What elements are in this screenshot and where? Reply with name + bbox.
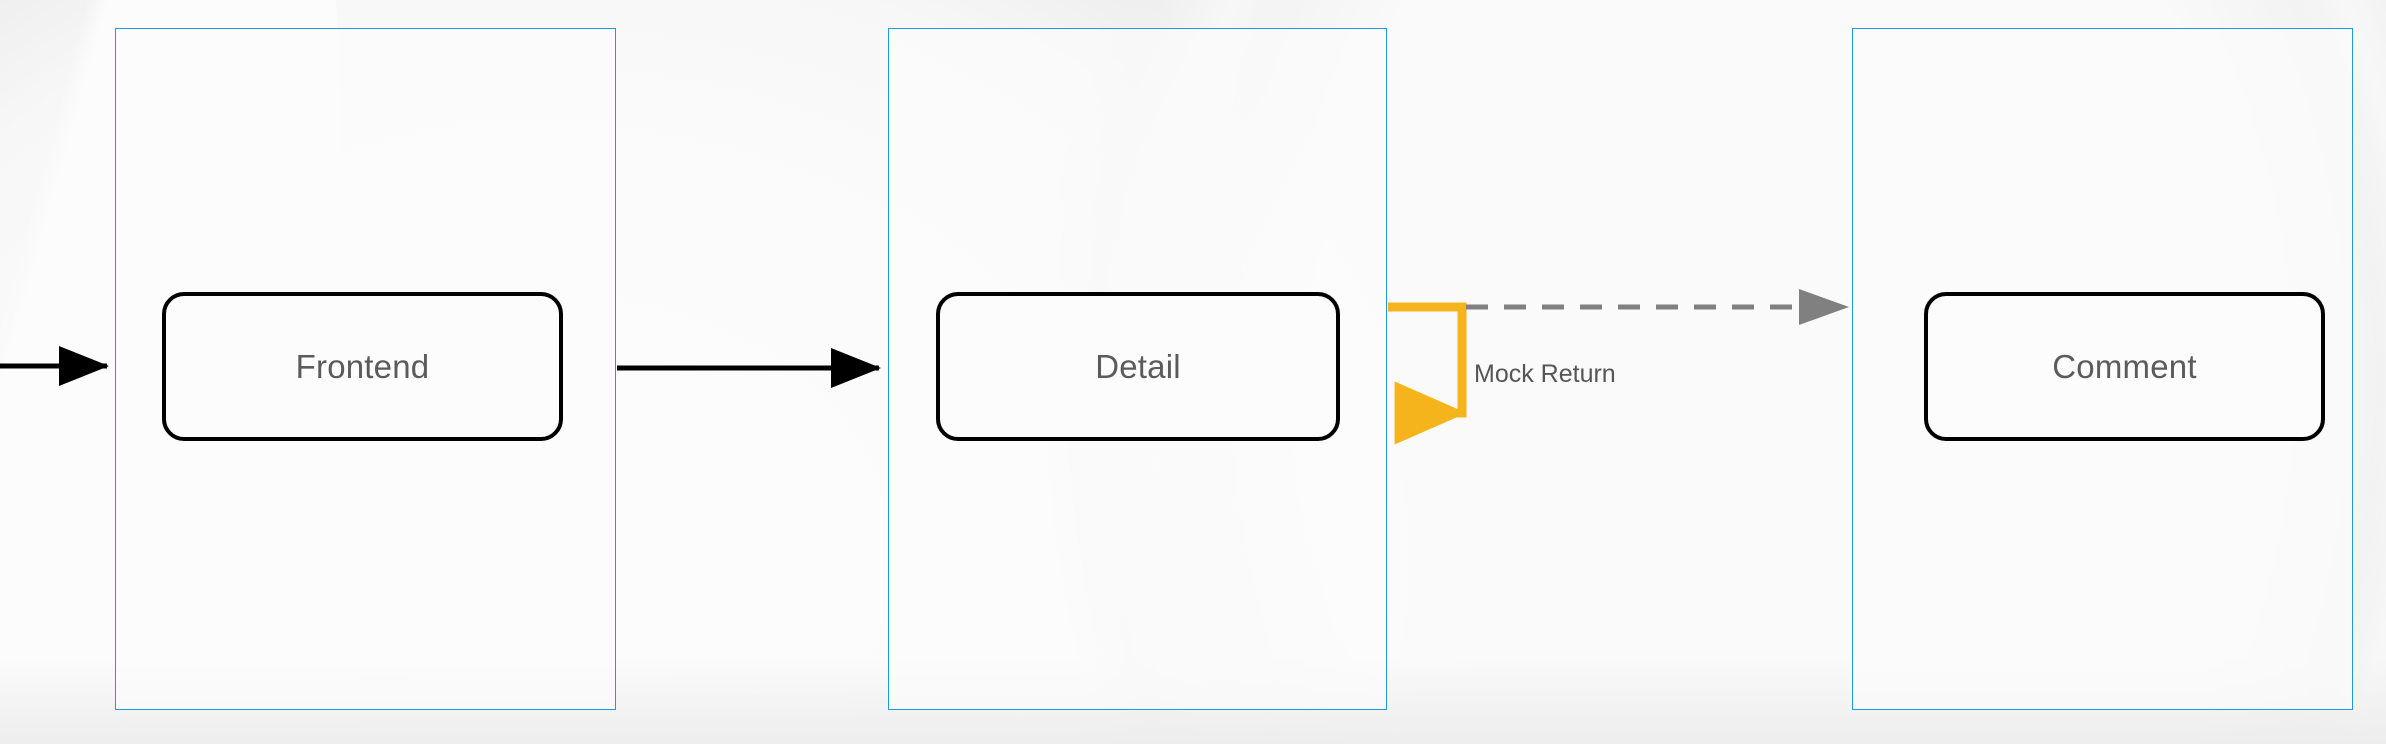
node-comment[interactable]: Comment [1924,292,2325,441]
node-frontend-label: Frontend [295,348,430,385]
node-detail[interactable]: Detail [936,292,1340,441]
node-frontend[interactable]: Frontend [162,292,563,441]
node-detail-label: Detail [1095,348,1181,385]
node-comment-label: Comment [2052,348,2197,385]
edge-label-mock-return: Mock Return [1474,360,1616,388]
